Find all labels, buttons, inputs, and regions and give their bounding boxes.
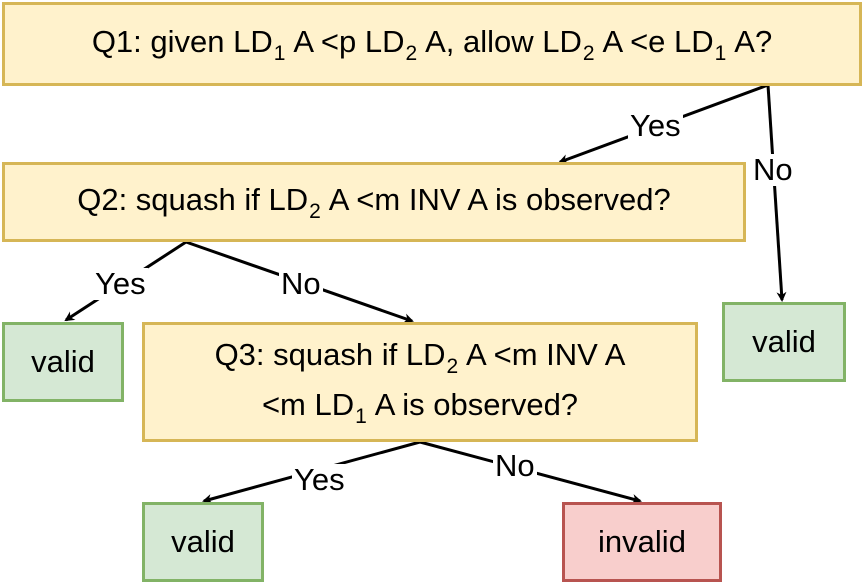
q1-node: Q1: given LD1 A <p LD2 A, allow LD2 A <e… xyxy=(2,2,862,86)
edge-label-q2-no: No xyxy=(279,266,323,301)
q3-node: Q3: squash if LD2 A <m INV A <m LD1 A is… xyxy=(142,322,698,442)
valid-node-q2-yes: valid xyxy=(2,322,124,402)
edge-label-q3-no: No xyxy=(493,448,537,483)
edge-q1-no xyxy=(766,84,787,302)
edge-label-q2-yes: Yes xyxy=(93,266,148,301)
edge-label-q1-no: No xyxy=(751,152,795,187)
q3-text-line2: <m LD1 A is observed? xyxy=(261,387,579,428)
valid-node-q1-no: valid xyxy=(722,302,846,382)
q2-text: Q2: squash if LD2 A <m INV A is observed… xyxy=(77,182,671,223)
edge-label-q1-yes: Yes xyxy=(628,108,683,143)
valid-node-q3-yes: valid xyxy=(142,502,264,582)
invalid-node-q3-no: invalid xyxy=(562,502,722,582)
q2-node: Q2: squash if LD2 A <m INV A is observed… xyxy=(2,162,746,242)
q1-text: Q1: given LD1 A <p LD2 A, allow LD2 A <e… xyxy=(91,24,773,65)
edge-label-q3-yes: Yes xyxy=(292,462,347,497)
q3-text-line1: Q3: squash if LD2 A <m INV A xyxy=(214,337,626,378)
